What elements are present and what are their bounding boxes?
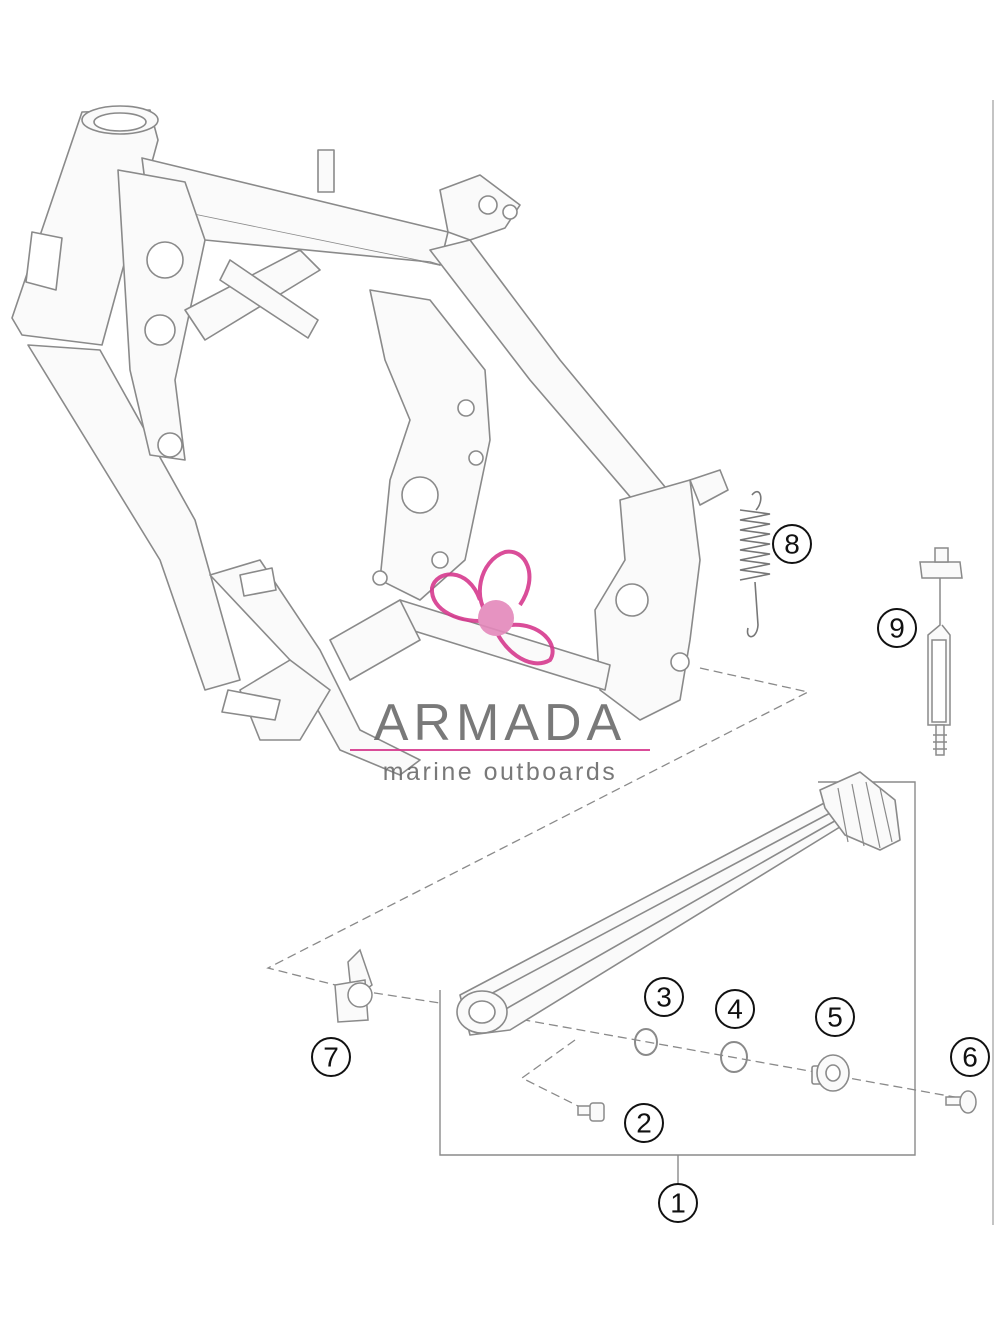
armada-watermark-logo: ARMADA marine outboards: [350, 549, 650, 786]
spring-part: [739, 490, 771, 638]
bushing-part: [811, 1054, 850, 1092]
dashed-leader-lines: [266, 667, 961, 1113]
watermark-brand: ARMADA: [374, 694, 626, 752]
svg-text:7: 7: [323, 1042, 339, 1073]
motorcycle-frame: [11, 105, 729, 776]
svg-text:4: 4: [727, 994, 743, 1025]
svg-text:1: 1: [670, 1188, 686, 1219]
washer-ring-part: [634, 1028, 658, 1056]
callout-1: 1: [658, 1183, 698, 1223]
watermark-tagline: marine outboards: [383, 758, 618, 786]
svg-text:9: 9: [889, 613, 905, 644]
o-ring-part: [720, 1041, 748, 1073]
svg-text:5: 5: [827, 1002, 843, 1033]
callout-3: 3: [644, 977, 684, 1017]
callout-labels: 1 2 3 4 5 6 7 8: [311, 524, 990, 1223]
side-stand-part: [456, 771, 901, 1036]
assembly-bracket: [439, 781, 916, 1156]
propeller-icon: [429, 549, 555, 666]
svg-text:6: 6: [962, 1042, 978, 1073]
extension-tool-part: [919, 547, 963, 756]
callout-5: 5: [815, 997, 855, 1037]
callout-9: 9: [877, 608, 917, 648]
callout-7: 7: [311, 1037, 351, 1077]
bolt-part: [577, 1102, 605, 1122]
bracket-part: [334, 948, 373, 1023]
callout-2: 2: [624, 1103, 664, 1143]
assembly-outline: [439, 781, 916, 1185]
callout-6: 6: [950, 1037, 990, 1077]
callout-8: 8: [772, 524, 812, 564]
screw-part: [945, 1090, 977, 1114]
callout-4: 4: [715, 989, 755, 1029]
svg-text:3: 3: [656, 982, 672, 1013]
svg-text:2: 2: [636, 1108, 652, 1139]
svg-text:8: 8: [784, 529, 800, 560]
